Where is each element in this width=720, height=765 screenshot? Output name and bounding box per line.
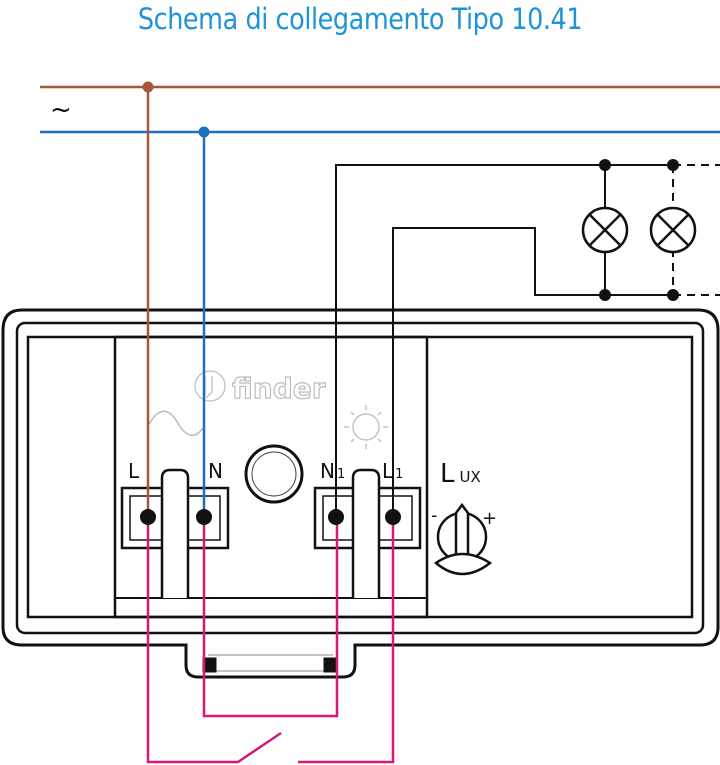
switch-wiring [146, 517, 395, 764]
terminal-screw-l1 [385, 509, 401, 525]
terminal-separator-left [160, 468, 190, 598]
junction-dots [140, 81, 679, 525]
light-sensor-icon [344, 405, 388, 449]
terminal-label-n: N [208, 459, 223, 483]
knob-plus: + [482, 508, 497, 529]
ac-symbol: ~ [50, 95, 72, 125]
sine-icon [147, 410, 204, 437]
terminal-separator-right [351, 468, 381, 598]
diagram-title: Schema di collegamento Tipo 10.41 [137, 2, 583, 36]
terminal-screw-n1 [328, 509, 344, 525]
lamp-icon [649, 206, 697, 254]
knob-minus: - [431, 505, 438, 526]
indicator-led [244, 444, 304, 504]
terminal-label-l: L [128, 459, 140, 483]
terminal-screw-n [196, 509, 212, 525]
lamp-icon [581, 206, 629, 254]
terminal-screw-l [140, 509, 156, 525]
lux-adjust-knob [433, 502, 493, 576]
svg-text:finder: finder [232, 372, 326, 405]
